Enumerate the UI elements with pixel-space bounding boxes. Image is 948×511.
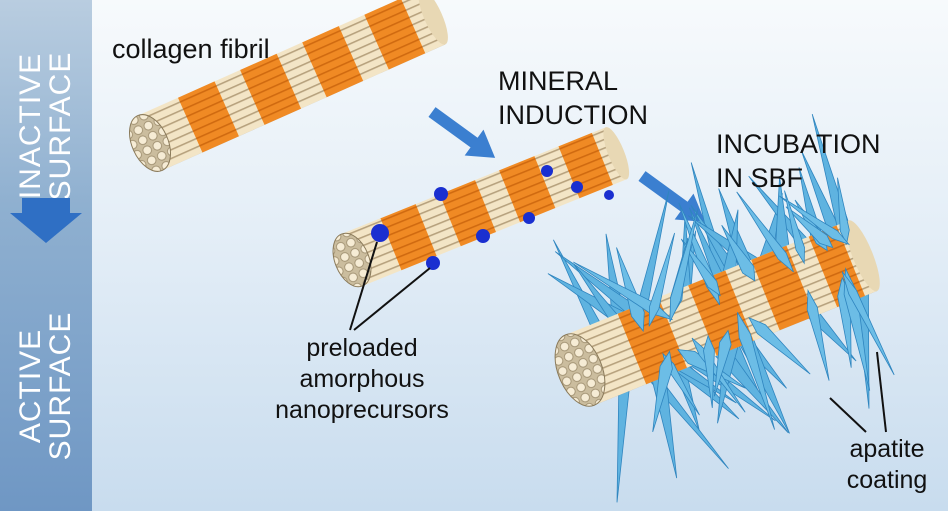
apatite-pointer-lines <box>829 351 887 433</box>
apatite-crystal <box>616 247 645 333</box>
apatite-crystals-front <box>573 177 895 433</box>
down-arrow-icon <box>10 198 82 243</box>
apatite-crystal <box>748 316 811 375</box>
preloaded-line3: nanoprecursors <box>275 396 449 424</box>
precursor-dot <box>571 181 583 193</box>
apatite-crystal <box>714 329 732 397</box>
preloaded-line1: preloaded <box>306 334 418 362</box>
precursor-pointer-lines <box>349 241 431 331</box>
incubation-label: INCUBATION IN SBF <box>716 127 881 195</box>
apatite-crystal <box>652 350 673 433</box>
apatite-crystal <box>736 191 794 273</box>
collagen-fibril-inactive <box>129 0 448 172</box>
precursor-dots <box>371 165 614 270</box>
apatite-crystal <box>669 207 699 322</box>
precursor-dot <box>476 229 490 243</box>
apatite-crystal <box>703 334 715 408</box>
right-down-arrow-icon <box>428 107 496 158</box>
mineral-induction-line2: INDUCTION <box>498 100 648 130</box>
precursor-dot <box>604 190 614 200</box>
apatite-line2: coating <box>846 466 928 494</box>
apatite-crystal <box>648 232 675 327</box>
apatite-crystal <box>843 267 871 391</box>
surface-sidebar: INACTIVE SURFACE ACTIVE SURFACE <box>0 0 92 511</box>
incubation-line2: IN SBF <box>716 163 804 193</box>
apatite-crystal <box>680 238 721 297</box>
apatite-crystal <box>837 177 850 246</box>
apatite-line1: apatite <box>849 435 925 463</box>
apatite-coating-label: apatite coating <box>832 434 942 496</box>
preloaded-line2: amorphous <box>299 365 425 393</box>
precursor-dot <box>434 187 448 201</box>
mineral-induction-line1: MINERAL <box>498 66 619 96</box>
incubation-line1: INCUBATION <box>716 129 881 159</box>
mineral-induction-label: MINERAL INDUCTION <box>498 64 648 132</box>
right-down-arrow-icon <box>638 171 706 222</box>
precursor-dot <box>426 256 440 270</box>
apatite-crystal <box>841 271 895 376</box>
apatite-crystal <box>779 195 851 246</box>
apatite-crystal <box>784 190 805 265</box>
apatite-crystal <box>573 261 673 321</box>
precursor-dot <box>371 224 389 242</box>
apatite-crystal <box>737 312 775 430</box>
precursor-dot <box>523 212 535 224</box>
apatite-crystal <box>806 289 830 381</box>
preloaded-precursors-label: preloaded amorphous nanoprecursors <box>262 333 462 426</box>
precursor-dot <box>541 165 553 177</box>
collagen-fibril-with-precursors <box>332 127 630 288</box>
apatite-crystal <box>721 224 756 282</box>
collagen-fibril-label: collagen fibril <box>112 34 270 64</box>
apatite-crystal <box>785 206 834 249</box>
